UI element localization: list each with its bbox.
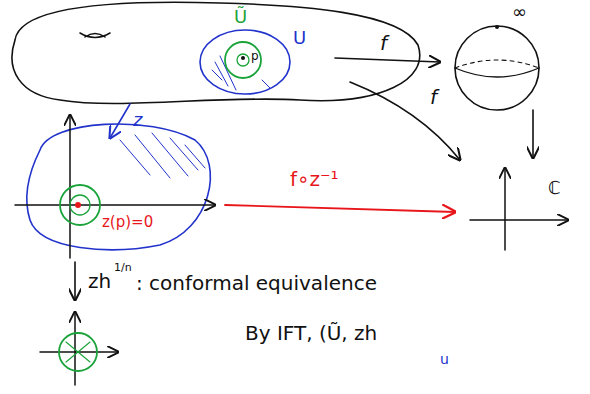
projection-arrow bbox=[532, 110, 534, 158]
chart-label: z bbox=[133, 110, 142, 130]
plane-label: ℂ bbox=[548, 178, 561, 198]
infinity-point bbox=[495, 25, 499, 29]
composite-label: f∘z⁻¹ bbox=[290, 168, 339, 190]
chart-hatching bbox=[120, 133, 205, 178]
map-label: zh bbox=[88, 270, 111, 292]
disc-hatching bbox=[66, 342, 90, 362]
exponent-label: 1/n bbox=[114, 262, 132, 274]
axis bbox=[15, 204, 215, 206]
note-text: : conformal equivalence bbox=[136, 272, 377, 294]
region-label: U bbox=[293, 28, 306, 48]
map-label: f bbox=[430, 86, 437, 108]
chart-arrow bbox=[110, 104, 130, 138]
surface-hole bbox=[80, 33, 110, 38]
sphere-equator bbox=[455, 68, 539, 77]
point-p bbox=[241, 56, 245, 60]
chart-image bbox=[27, 124, 211, 250]
u-tilde-region bbox=[225, 42, 261, 78]
subscript-label: u bbox=[440, 352, 449, 367]
infinity-label: ∞ bbox=[512, 2, 527, 22]
map-arrow bbox=[350, 82, 460, 160]
equivalence-arrow bbox=[74, 262, 76, 300]
note-text: By IFT, (Ũ, zh bbox=[245, 322, 377, 344]
chart-disc-inner bbox=[70, 195, 90, 215]
region-label: Ũ bbox=[234, 7, 247, 27]
map-label: f bbox=[380, 32, 387, 54]
riemann-sphere bbox=[455, 26, 539, 110]
u-region bbox=[200, 30, 290, 94]
axis bbox=[504, 168, 506, 250]
chart-disc bbox=[60, 185, 100, 225]
point-label: p bbox=[251, 50, 259, 63]
axis bbox=[470, 219, 568, 221]
sphere-equator-back bbox=[455, 60, 539, 68]
origin-label: z(p)=0 bbox=[102, 214, 153, 231]
origin-point bbox=[75, 202, 81, 208]
map-arrow bbox=[335, 58, 440, 62]
surface-outline bbox=[12, 2, 420, 103]
composite-arrow bbox=[225, 205, 455, 212]
u-tilde-inner bbox=[237, 54, 249, 66]
unit-disc bbox=[59, 333, 97, 371]
